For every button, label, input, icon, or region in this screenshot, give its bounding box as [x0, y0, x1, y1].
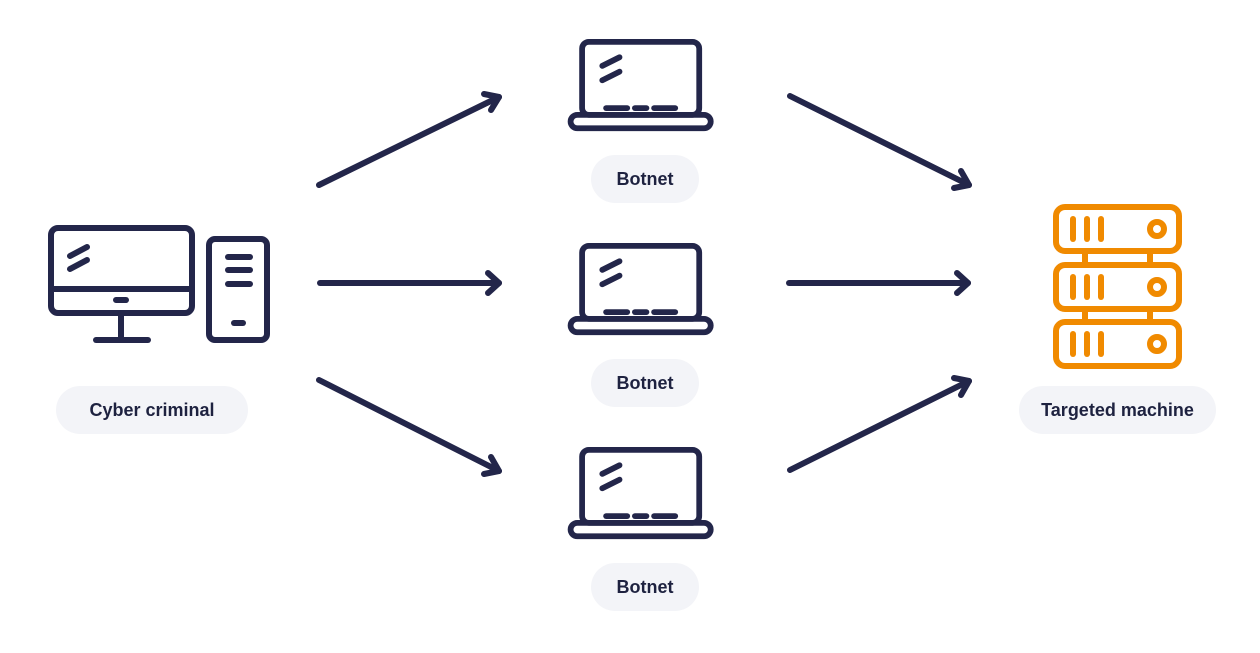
arrow-source-to-botnet-2	[317, 270, 502, 296]
laptop-icon	[571, 42, 711, 128]
botnet-label: Botnet	[591, 563, 699, 611]
desktop-computer-icon	[48, 225, 270, 343]
laptop-icon	[571, 450, 711, 536]
arrow-botnet-1-to-target	[787, 93, 972, 191]
arrow-botnet-2-to-target	[786, 270, 971, 296]
targeted-machine-label: Targeted machine	[1019, 386, 1216, 434]
arrow-source-to-botnet-3	[316, 377, 502, 477]
arrow-source-to-botnet-1	[316, 91, 502, 188]
laptop-icon	[571, 246, 711, 332]
botnet-label: Botnet	[591, 359, 699, 407]
botnet-label: Botnet	[591, 155, 699, 203]
cyber-criminal-label: Cyber criminal	[56, 386, 248, 434]
arrows-botnets-to-target	[786, 93, 972, 473]
arrows-source-to-botnets	[316, 91, 502, 477]
server-icon	[1053, 204, 1182, 369]
arrow-botnet-3-to-target	[787, 375, 972, 473]
